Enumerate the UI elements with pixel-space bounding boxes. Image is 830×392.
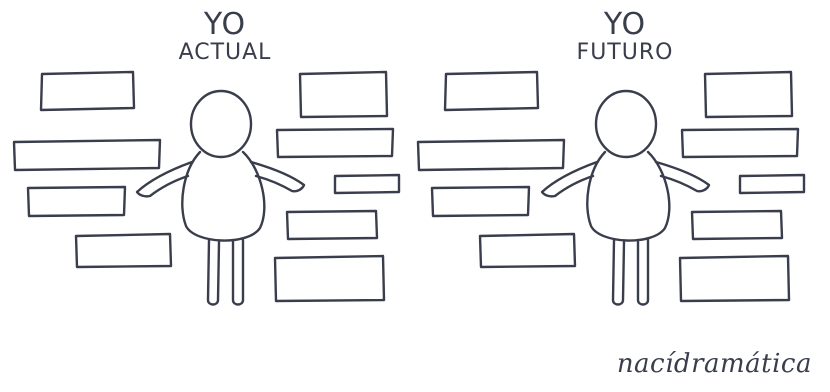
- left-figure: [135, 89, 306, 306]
- left-title-line1: YO: [203, 7, 247, 42]
- box: [678, 254, 791, 303]
- left-panel-boxes: [12, 70, 401, 303]
- box: [12, 138, 162, 172]
- right-figure: [540, 89, 711, 306]
- artist-signature: nacídramática: [616, 349, 812, 379]
- box: [333, 173, 401, 195]
- box: [26, 185, 127, 218]
- box: [738, 173, 806, 195]
- box: [680, 127, 800, 159]
- right-title-line1: YO: [603, 7, 647, 42]
- right-panel-title: YO FUTURO: [560, 8, 690, 65]
- left-panel-title: YO ACTUAL: [165, 8, 285, 65]
- box: [690, 209, 784, 241]
- box: [703, 70, 794, 119]
- box: [275, 127, 395, 159]
- box: [39, 70, 136, 112]
- box: [430, 185, 531, 218]
- right-title-line2: FUTURO: [576, 40, 674, 65]
- box: [285, 209, 379, 241]
- right-panel-boxes: [416, 70, 806, 303]
- box: [416, 138, 566, 172]
- box: [478, 232, 577, 269]
- box: [298, 70, 389, 119]
- box: [443, 70, 540, 112]
- left-title-line2: ACTUAL: [178, 40, 272, 65]
- box: [273, 254, 386, 303]
- box: [74, 232, 173, 269]
